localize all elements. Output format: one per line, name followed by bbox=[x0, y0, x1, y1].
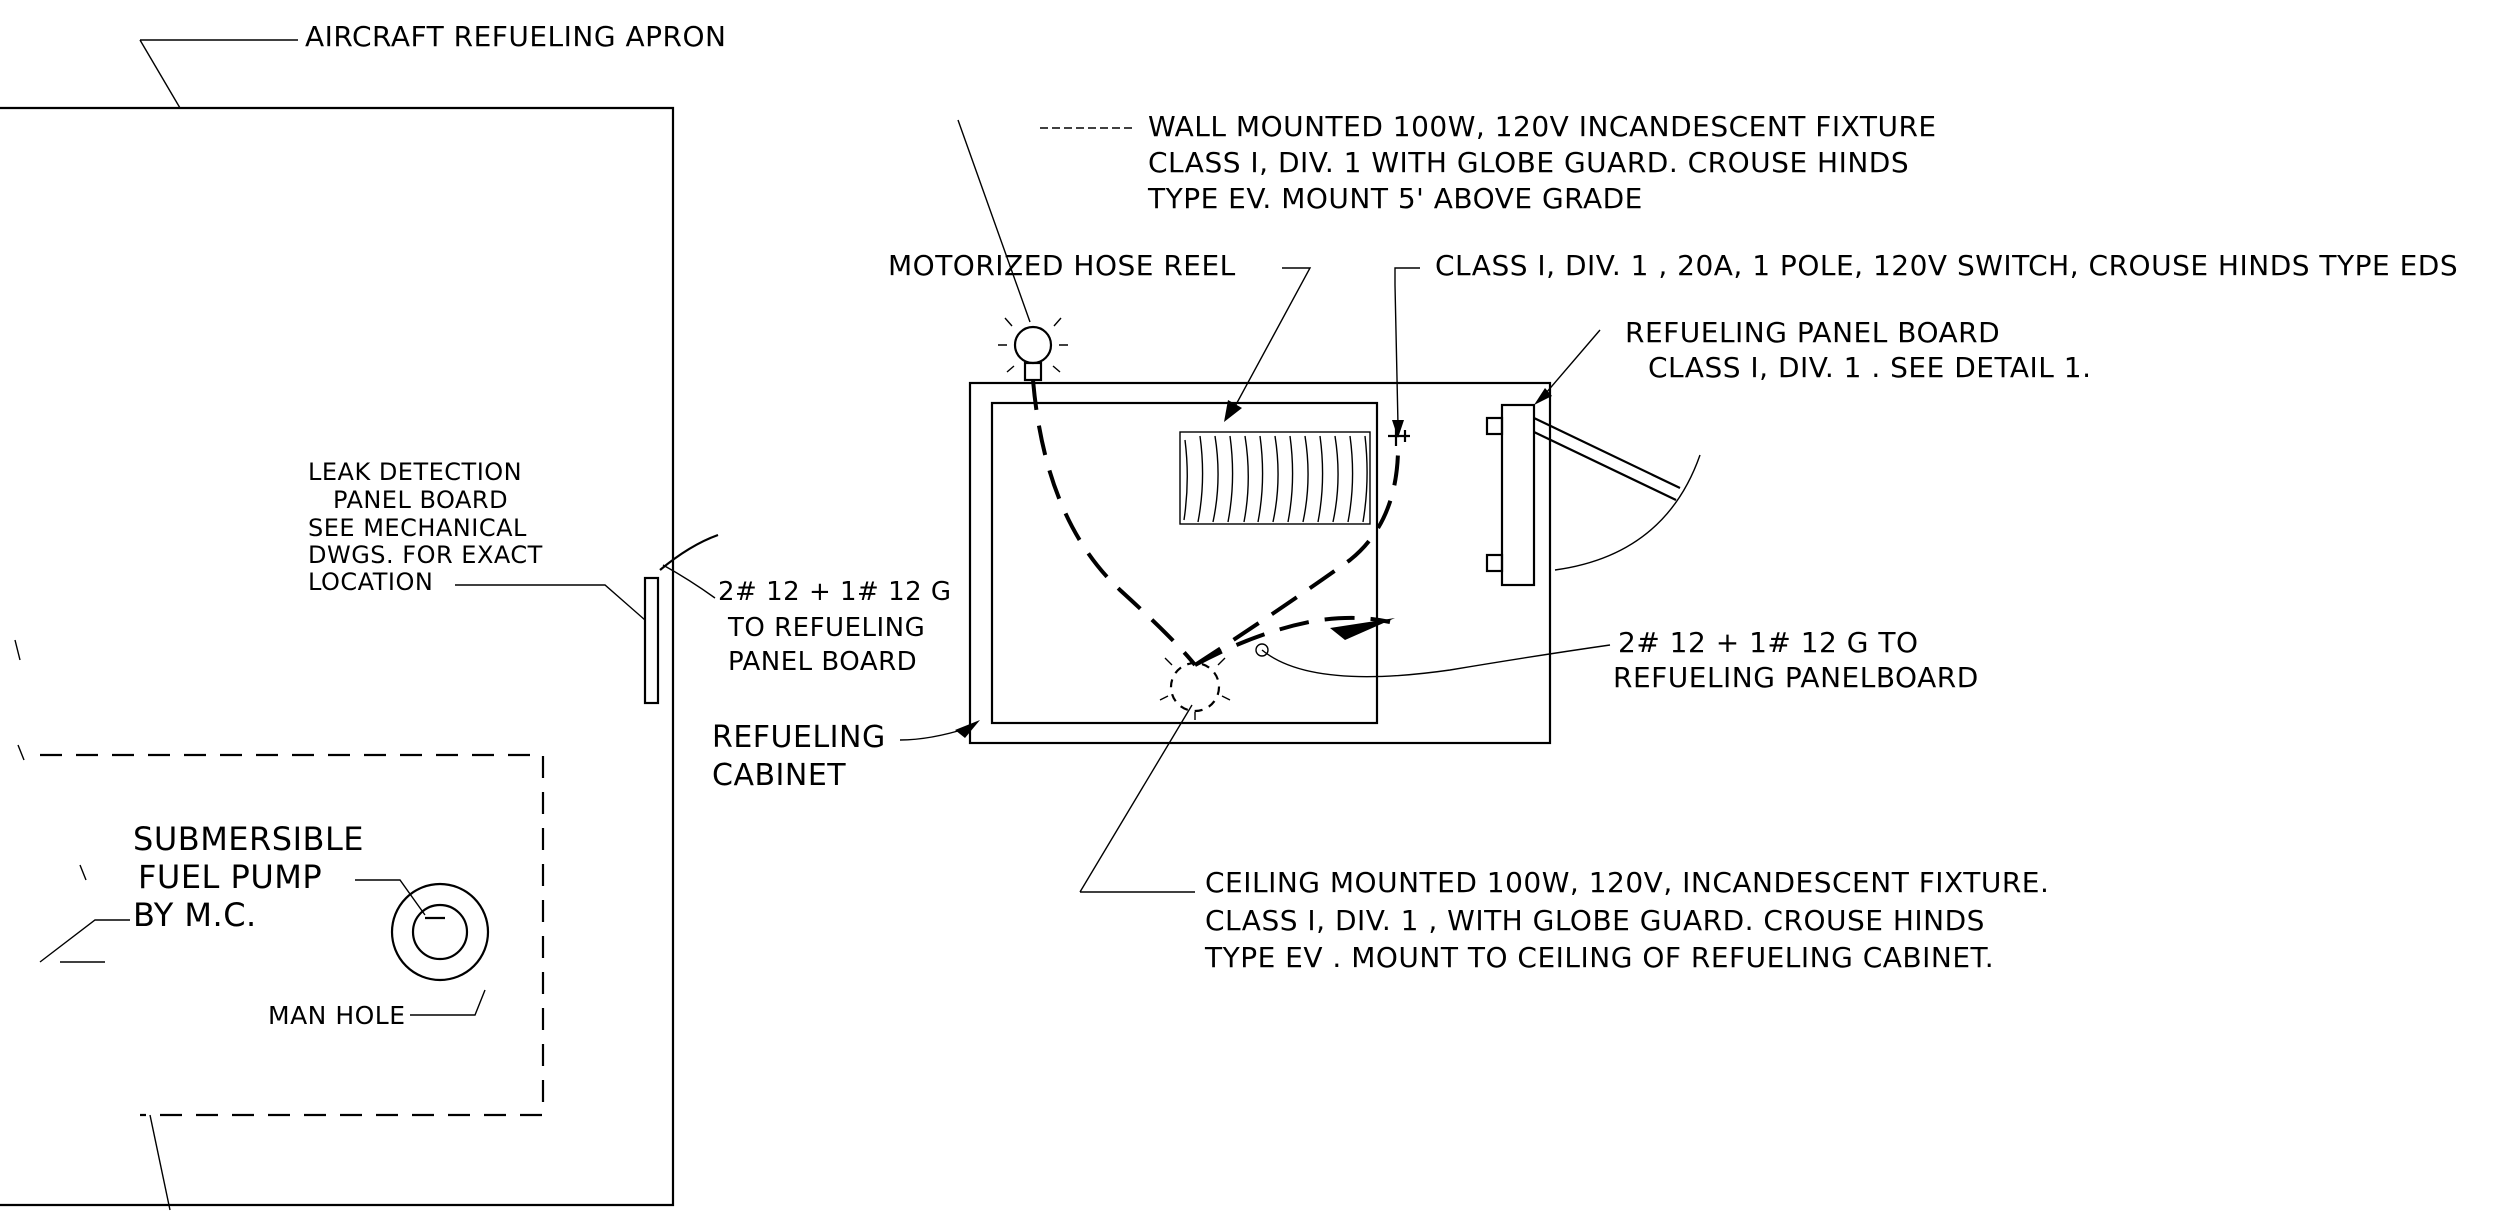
pump-label-1: SUBMERSIBLE bbox=[133, 820, 364, 858]
wall-fixture-label-1: WALL MOUNTED 100W, 120V INCANDESCENT FIX… bbox=[1148, 110, 1937, 143]
panel-board-label-1: REFUELING PANEL BOARD bbox=[1625, 316, 2000, 349]
refueling-cabinet bbox=[968, 381, 1552, 745]
wire-left-label-1: 2# 12 + 1# 12 G bbox=[718, 577, 952, 607]
wire-left-leader bbox=[662, 564, 716, 599]
cabinet-leader bbox=[899, 720, 980, 741]
leak-label-1: LEAK DETECTION bbox=[308, 458, 522, 486]
pump-leader bbox=[355, 879, 426, 916]
ceiling-fixture-label-3: TYPE EV . MOUNT TO CEILING OF REFUELING … bbox=[1204, 941, 1994, 974]
hose-reel-leader bbox=[1224, 267, 1312, 422]
pump-label-3: BY M.C. bbox=[133, 896, 257, 934]
cabinet-label-2: CABINET bbox=[712, 758, 846, 793]
ceiling-fixture-symbol bbox=[1159, 657, 1231, 720]
wire-right-label-1: 2# 12 + 1# 12 G TO bbox=[1618, 626, 1919, 659]
ceiling-fixture-label-2: CLASS I, DIV. 1 , WITH GLOBE GUARD. CROU… bbox=[1205, 904, 1985, 937]
wall-fixture-label-3: TYPE EV. MOUNT 5' ABOVE GRADE bbox=[1147, 182, 1643, 215]
wall-fixture-leader bbox=[957, 119, 1135, 323]
leak-label-4: DWGS. FOR EXACT bbox=[308, 541, 543, 569]
wiring-runs bbox=[1031, 379, 1401, 667]
refueling-panel-board bbox=[1485, 403, 1701, 587]
manhole-symbol bbox=[390, 882, 490, 982]
cabinet-label-1: REFUELING bbox=[712, 720, 886, 755]
pump-area-outline bbox=[39, 753, 545, 1211]
manhole-leader bbox=[410, 989, 486, 1016]
wall-fixture-label-2: CLASS I, DIV. 1 WITH GLOBE GUARD. CROUSE… bbox=[1148, 146, 1909, 179]
panel-board-label-2: CLASS I, DIV. 1 . SEE DETAIL 1. bbox=[1648, 351, 2092, 384]
wall-fixture-symbol bbox=[998, 317, 1068, 382]
leak-detection-panel bbox=[455, 533, 719, 705]
manhole-label: MAN HOLE bbox=[268, 1001, 406, 1030]
leak-label-5: LOCATION bbox=[308, 568, 433, 596]
hose-reel-symbol bbox=[1179, 431, 1371, 525]
wire-right-leader bbox=[1255, 643, 1611, 678]
wire-left-label-2: TO REFUELING bbox=[727, 613, 925, 643]
misc-marks bbox=[14, 639, 87, 881]
apron-boundary bbox=[0, 39, 675, 1207]
wire-right-label-2: REFUELING PANELBOARD bbox=[1613, 661, 1979, 694]
ceiling-fixture-label-1: CEILING MOUNTED 100W, 120V, INCANDESCENT… bbox=[1205, 866, 2049, 899]
hose-reel-label: MOTORIZED HOSE REEL bbox=[888, 249, 1236, 282]
leak-label-2: PANEL BOARD bbox=[333, 486, 508, 514]
apron-label: AIRCRAFT REFUELING APRON bbox=[305, 20, 726, 53]
panel-board-leader bbox=[1534, 329, 1601, 405]
switch-leader bbox=[1392, 267, 1420, 438]
ceiling-fixture-leader bbox=[1079, 704, 1195, 893]
wire-left-label-3: PANEL BOARD bbox=[728, 647, 917, 677]
leak-label-3: SEE MECHANICAL bbox=[308, 514, 527, 542]
pump-label-2: FUEL PUMP bbox=[138, 858, 322, 896]
switch-label: CLASS I, DIV. 1 , 20A, 1 POLE, 120V SWIT… bbox=[1435, 249, 2458, 282]
